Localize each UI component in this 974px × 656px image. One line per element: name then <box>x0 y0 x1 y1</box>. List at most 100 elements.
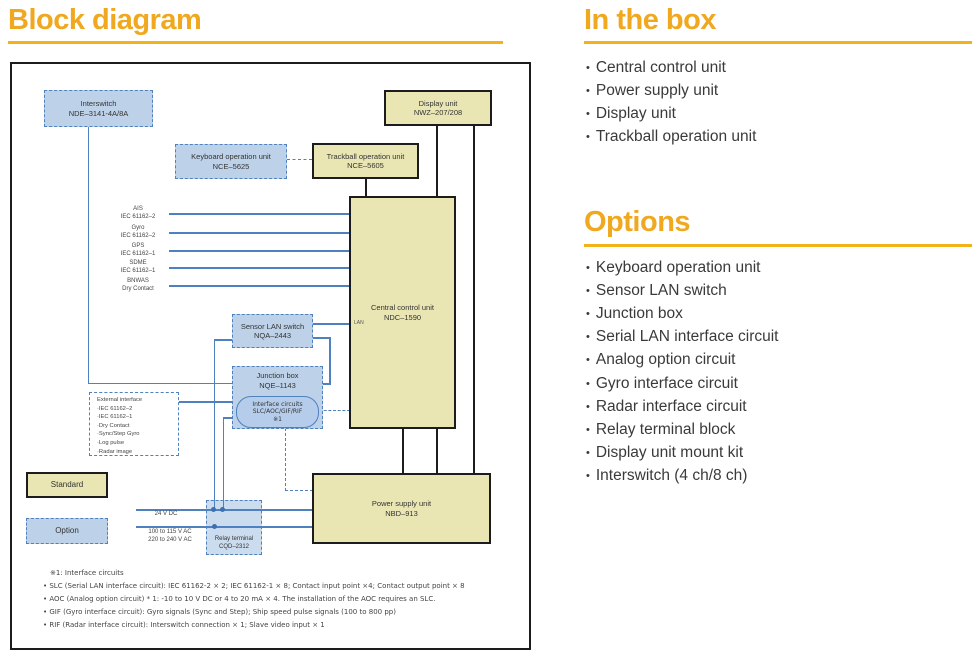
wire-ccu-to-psu-2 <box>436 428 438 474</box>
bullet: • <box>586 131 590 144</box>
lan-port-label: LAN <box>354 320 364 326</box>
wire-junction-right <box>323 383 331 385</box>
wire-display-to-psu <box>472 126 475 474</box>
bullet: • <box>586 84 590 97</box>
box-model: NCE–5625 <box>212 161 250 171</box>
display-unit-box: Display unit NWZ–207/208 <box>384 90 492 126</box>
relay-dot <box>211 507 217 513</box>
signal-spec: IEC 61162–1 <box>120 250 156 257</box>
wire-interface-left <box>222 417 237 419</box>
item-label: Junction box <box>595 304 683 322</box>
list-item: • Gyro interface circuit <box>586 372 778 395</box>
external-interface-item: ·Sync/Step Gyro <box>97 431 140 438</box>
item-label: Relay terminal block <box>595 420 736 438</box>
options-list: •Keyboard operation unit •Sensor LAN swi… <box>586 256 778 488</box>
wire-display-to-ccu <box>436 126 438 197</box>
wire-ccu-to-psu-1 <box>401 428 404 474</box>
item-label: Analog option circuit <box>595 351 736 369</box>
list-item: • Junction box <box>586 302 778 325</box>
box-title: Keyboard operation unit <box>191 152 271 161</box>
footnote-line: • SLC (Serial LAN interface circuit): IE… <box>43 581 465 590</box>
bullet: • <box>586 470 590 483</box>
bullet: • <box>586 400 590 413</box>
external-interface-item: ·Radar image <box>97 448 133 455</box>
in-the-box-title: In the box <box>584 4 716 36</box>
footnote-line: • GIF (Gyro interface circuit): Gyro sig… <box>43 607 396 616</box>
wire-external-to-interface <box>179 401 237 403</box>
wire-bnwas <box>169 285 350 287</box>
signal-name: SDME <box>129 260 147 266</box>
label-ac: 100 to 115 V AC 220 to 240 V AC <box>140 529 200 544</box>
legend-standard: Standard <box>26 472 108 498</box>
list-item: •Serial LAN interface circuit <box>586 326 778 349</box>
item-label: Display unit mount kit <box>595 444 744 462</box>
signal-label-gyro: Gyro IEC 61162–2 <box>110 225 166 240</box>
wire-sensor-lan-left <box>214 339 233 341</box>
item-label: Radar interface circuit <box>595 397 747 415</box>
external-interface-box: External interface ·IEC 61162–2 ·IEC 611… <box>89 392 179 456</box>
central-control-unit-box: Central control unit NDC–1590 LAN <box>349 196 456 429</box>
bullet: • <box>586 307 590 320</box>
wire-sensor-lan-right <box>313 337 330 339</box>
item-label: Gyro interface circuit <box>595 374 738 392</box>
item-label: Power supply unit <box>595 81 719 99</box>
interface-circuits-box: Interface circuits SLC/AOC/GIF/RIF ※1 <box>236 396 319 428</box>
legend-option: Option <box>26 518 108 544</box>
external-interface-item: ·IEC 61162–2 <box>97 405 133 412</box>
signal-label-bnwas: BNWAS Dry Contact <box>110 278 166 293</box>
box-model: NWZ–207/208 <box>413 108 463 117</box>
trackball-unit-box: Trackball operation unit NCE–5605 <box>312 143 419 179</box>
bullet: • <box>586 377 590 390</box>
box-title: Interswitch <box>80 99 117 108</box>
label-24vdc: 24 V DC <box>154 511 178 517</box>
signal-name: Gyro <box>131 225 145 231</box>
list-item: • Radar interface circuit <box>586 395 778 418</box>
signal-spec: IEC 61162–2 <box>120 213 156 220</box>
list-item: • Interswitch (4 ch/8 ch) <box>586 465 778 488</box>
external-interface-item: ·Dry Contact <box>97 422 130 429</box>
wire-gps <box>169 250 350 252</box>
label-ac-line1: 100 to 115 V AC <box>148 529 192 535</box>
signal-label-sdme: SDME IEC 61162–1 <box>110 260 166 275</box>
external-interface-title: External interface <box>97 397 143 403</box>
box-model: NBD–913 <box>385 508 418 518</box>
signal-spec: IEC 61162–1 <box>120 267 156 274</box>
box-title: Display unit <box>418 98 458 108</box>
relay-dot <box>220 507 226 513</box>
legend-standard-label: Standard <box>50 480 84 490</box>
in-the-box-list: •Central control unit •Power supply unit… <box>586 56 756 149</box>
bullet: • <box>586 261 590 274</box>
wire-ais <box>169 213 350 215</box>
list-item: •Sensor LAN switch <box>586 279 778 302</box>
box-title: Central control unit <box>371 303 434 312</box>
wire-trackball-to-ccu <box>365 178 367 197</box>
list-item: • Power supply unit <box>586 79 756 102</box>
relay-terminal-label: Relay terminal CQD–2312 <box>207 536 261 551</box>
item-label: Interswitch (4 ch/8 ch) <box>595 467 748 485</box>
box-model: NQE–1143 <box>259 380 296 390</box>
signal-name: GPS <box>131 243 145 249</box>
footnotes: ※1: Interface circuits • SLC (Serial LAN… <box>43 567 465 632</box>
interswitch-box: Interswitch NDE–3141-4A/8A <box>44 90 153 127</box>
footnote-line: • AOC (Analog option circuit) * 1: -10 t… <box>43 594 436 603</box>
wire-interface-to-psu <box>285 490 313 491</box>
bullet: • <box>586 423 590 436</box>
list-item: • Analog option circuit <box>586 349 778 372</box>
item-label: Display unit <box>595 104 676 122</box>
box-note-ref: ※1 <box>273 415 282 423</box>
signal-label-gps: GPS IEC 61162–1 <box>110 243 166 258</box>
list-item: •Display unit mount kit <box>586 442 778 465</box>
in-the-box-underline <box>584 41 972 44</box>
wire-interswitch-vertical <box>87 127 90 384</box>
box-title: Power supply unit <box>371 499 432 508</box>
footnote-line: • RIF (Radar interface circuit): Intersw… <box>43 620 325 629</box>
relay-dot <box>212 524 217 530</box>
box-model: CQD–2312 <box>218 543 250 550</box>
list-item: • Relay terminal block <box>586 418 778 441</box>
list-item: •Display unit <box>586 102 756 125</box>
keyboard-unit-box: Keyboard operation unit NCE–5625 <box>175 144 287 179</box>
bullet: • <box>586 354 590 367</box>
wire-sdme <box>169 267 350 269</box>
item-label: Sensor LAN switch <box>595 281 727 299</box>
